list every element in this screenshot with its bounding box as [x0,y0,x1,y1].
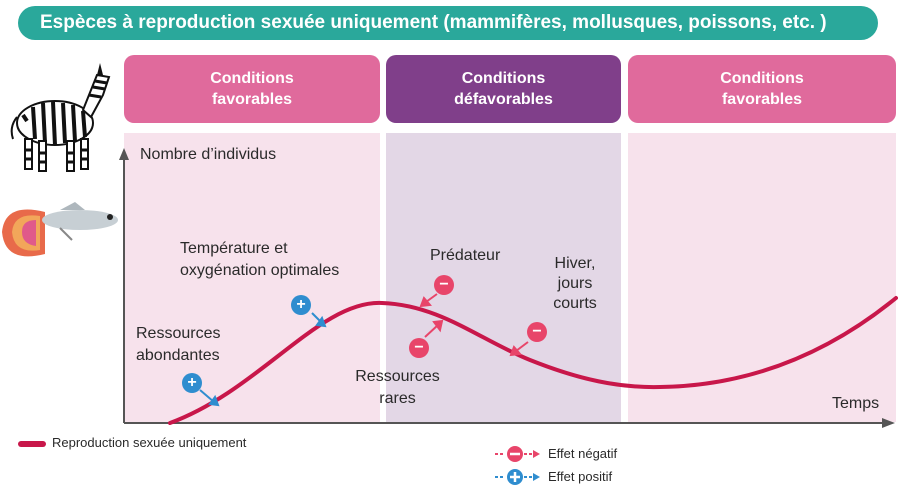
y-axis-label: Nombre d’individus [140,145,276,164]
negative-badge-hiver: − [527,322,547,342]
label-hiver: Hiver, jours courts [540,254,610,314]
x-axis-label: Temps [832,394,879,413]
arrow-ressources-rares [425,325,438,337]
positive-badge-temperature: + [291,295,311,315]
legend-series-label: Reproduction sexuée uniquement [52,435,246,450]
legend-negative-label: Effet négatif [548,446,617,461]
x-axis-arrow [882,418,895,428]
label-ressources-rares: Ressources rares [345,366,450,410]
legend-negative-symbol [495,444,545,464]
label-predateur: Prédateur [430,246,500,265]
label-ressources-abondantes: Ressources abondantes [136,323,220,367]
population-curve [170,298,896,423]
label-temperature: Température et oxygénation optimales [180,238,380,282]
y-axis-arrow [119,148,129,160]
negative-badge-predateur: − [434,275,454,295]
legend-positive-label: Effet positif [548,469,612,484]
negative-badge-ressources-rares: − [409,338,429,358]
arrow-hiver [516,342,528,351]
positive-badge-ressources: + [182,373,202,393]
legend-series-swatch [18,441,46,447]
legend-positive-symbol [495,467,545,487]
